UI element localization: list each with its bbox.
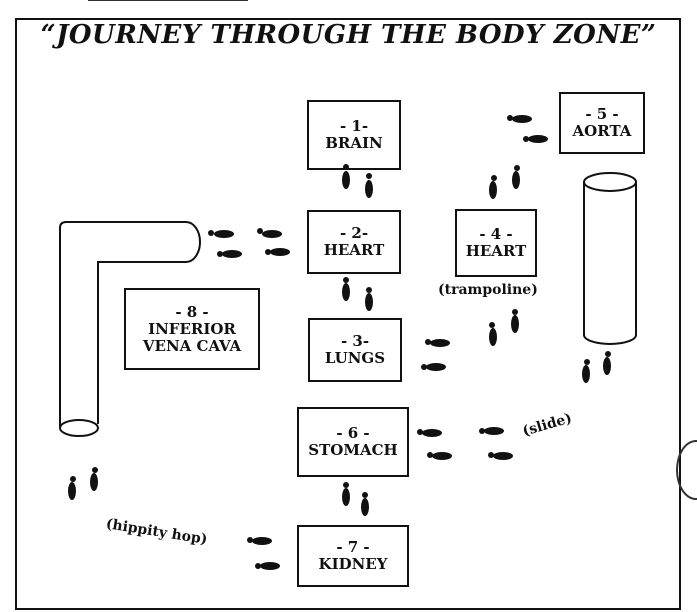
- footprints: [68, 115, 611, 570]
- footprint-slide-stomach: [417, 427, 513, 460]
- aorta-tube: [584, 173, 636, 344]
- footprint-kidney-hop: [247, 537, 280, 570]
- footprint-heart-lungs: [342, 277, 373, 311]
- footprint-brain-heart: [342, 164, 373, 198]
- footprint-stomach-kidney: [342, 482, 369, 516]
- footprint-tube-heart: [208, 228, 290, 258]
- footprint-aorta-slide: [582, 351, 611, 383]
- footprint-lungs-heart4: [421, 309, 519, 371]
- vena-cava-tube: [60, 222, 200, 436]
- footprint-heart4-aorta: [489, 115, 548, 199]
- footprint-hop-cava: [68, 467, 98, 500]
